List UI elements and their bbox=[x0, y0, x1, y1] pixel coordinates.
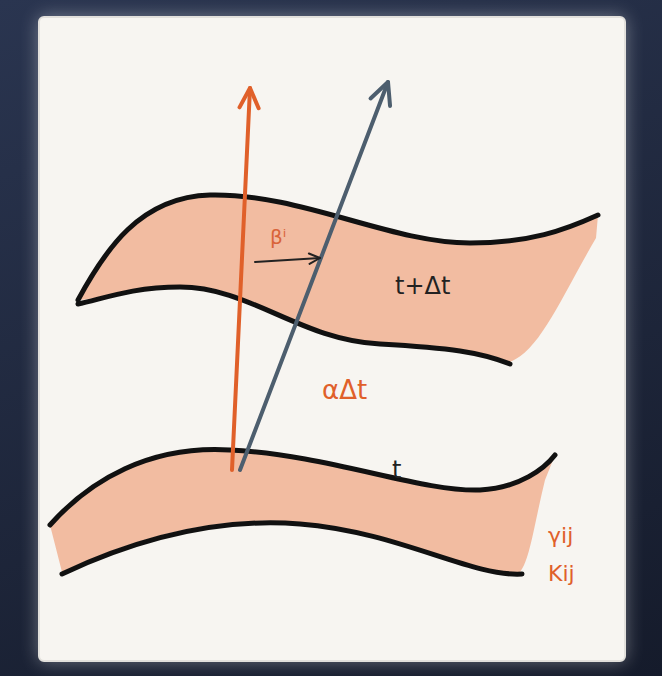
band-shape bbox=[40, 425, 570, 585]
band-fill bbox=[50, 450, 555, 573]
shift-arrow-head bbox=[309, 253, 320, 263]
time-vector-head bbox=[371, 82, 391, 106]
lapse-label: αΔt bbox=[322, 376, 367, 405]
curvature-label: Kij bbox=[548, 562, 575, 586]
normal-vector-head bbox=[240, 88, 259, 108]
shift-label: βⁱ bbox=[270, 226, 286, 248]
time-label: t bbox=[392, 457, 401, 483]
time-label: t+Δt bbox=[395, 273, 450, 299]
time-vector bbox=[240, 82, 388, 470]
normal-vector bbox=[232, 88, 250, 470]
hypersurface-band: t+Δt bbox=[70, 185, 610, 375]
band-shape bbox=[70, 185, 610, 375]
card-background bbox=[38, 16, 626, 662]
metric-label: γij bbox=[548, 524, 573, 548]
hypersurface-band: t bbox=[40, 425, 570, 585]
band-edge bbox=[78, 195, 598, 300]
band-edge bbox=[62, 523, 522, 574]
shift-arrow bbox=[255, 258, 320, 262]
band-edge bbox=[50, 450, 555, 525]
